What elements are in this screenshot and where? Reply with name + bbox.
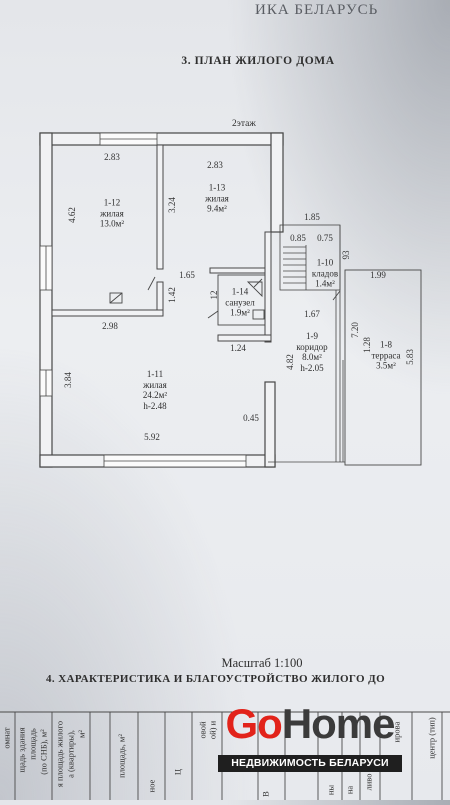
door-swings xyxy=(147,276,341,319)
section-title: 3. ПЛАН ЖИЛОГО ДОМА xyxy=(181,55,335,67)
table-header-fragment: центр (тип) xyxy=(426,717,437,759)
wall-right-lower xyxy=(264,381,276,468)
dimension-label: 1.24 xyxy=(230,343,246,353)
dimension-label: 1.42 xyxy=(167,287,177,303)
dimension-label: 1.85 xyxy=(304,212,320,222)
dimension-label: 2.83 xyxy=(207,160,223,170)
dimension-label: 0.45 xyxy=(243,413,259,423)
table-header-fragment: щадь здания xyxy=(16,727,27,773)
wall-bath-bottom xyxy=(217,334,272,342)
dimension-label: 93 xyxy=(341,250,351,260)
bathroom-outline xyxy=(217,274,266,326)
terrace-outline xyxy=(344,269,422,466)
room-area: 1.9м² xyxy=(230,307,250,318)
room-id: 1-11 xyxy=(146,369,164,379)
dimension-label: 4.62 xyxy=(67,207,77,223)
room-type: терраса xyxy=(371,349,401,360)
room-area: 13.0м² xyxy=(99,218,125,229)
table-header-fragment: я площадь жилого xyxy=(54,720,65,788)
characteristics-table: омнат щадь здания площадь (по СНБ), м² я… xyxy=(0,708,450,800)
table-header-fragment: м² xyxy=(76,730,87,738)
dimension-label: 5.83 xyxy=(405,349,415,365)
room-1-13: 1-13 жилая 9.4м² xyxy=(205,182,229,214)
table-header-fragment: ливо xyxy=(363,773,374,791)
dimension-label: 1.65 xyxy=(179,270,195,280)
table-header-fragment: площадь, м² xyxy=(116,734,127,778)
wall-1-12-1-13 xyxy=(156,144,164,270)
table-header-fragment: на xyxy=(344,785,355,795)
room-id: 1-13 xyxy=(208,182,226,193)
sink-fixture xyxy=(252,309,265,320)
room-area: 9.4м² xyxy=(207,203,227,214)
dimension-label: 0.75 xyxy=(317,233,333,243)
interior-walls xyxy=(51,144,272,343)
watermark-tagline: НЕДВИЖИМОСТЬ БЕЛАРУСИ xyxy=(218,755,402,772)
room-id: 1-8 xyxy=(380,339,392,350)
room-id: 1-9 xyxy=(306,331,318,341)
room-area: 8.0м² xyxy=(302,352,322,362)
room-1-12: 1-12 жилая 13.0м² xyxy=(100,197,124,229)
watermark-brand: GoHome xyxy=(216,696,404,752)
table-header-fragment: площадь xyxy=(27,728,38,760)
scale-label: Масштаб 1:100 xyxy=(221,656,303,670)
table-header-fragment: ное xyxy=(146,779,157,793)
wall-top xyxy=(39,132,284,146)
header-org-fragment: ИКА БЕЛАРУСЬ xyxy=(255,2,379,18)
dimension-label: 1.99 xyxy=(370,270,386,280)
dimension-label: 0.85 xyxy=(290,233,306,243)
wall-right-upper xyxy=(270,132,284,233)
room-type: кладов xyxy=(311,267,339,278)
room-id: 1-10 xyxy=(316,257,334,268)
table-header-fragment: Ц xyxy=(172,768,183,776)
room-1-8: 1-8 терраса 3.5м² xyxy=(371,339,400,371)
toilet-fixture xyxy=(246,281,263,298)
room-type: жилая xyxy=(143,379,167,390)
room-id: 1-14 xyxy=(231,286,249,297)
table-grid xyxy=(0,711,450,800)
room-type: жилая xyxy=(205,192,229,203)
dimension-label: 2.98 xyxy=(102,321,118,331)
table-header-fragment: В xyxy=(260,791,271,797)
dimension-label: 1.67 xyxy=(304,309,320,319)
dimension-label: 2.83 xyxy=(104,152,120,162)
section4-title: 4. ХАРАКТЕРИСТИКА И БЛАГОУСТРОЙСТВО ЖИЛО… xyxy=(46,673,386,685)
corridor-lines xyxy=(268,225,345,463)
floor-plan-drawing xyxy=(39,132,422,468)
wall-corridor-inner xyxy=(264,231,272,343)
room-area: 1.4м² xyxy=(315,278,335,289)
floor-label: 2этаж xyxy=(232,119,256,129)
wall-1-12-1-11 xyxy=(51,309,164,317)
dimension-label: 5.92 xyxy=(144,432,160,442)
room-area: 3.5м² xyxy=(376,360,396,371)
dimension-label: 7.20 xyxy=(350,322,360,338)
dimension-label: 3.84 xyxy=(63,372,73,388)
room-type: коридор xyxy=(296,341,328,352)
watermark-home: Home xyxy=(281,700,396,747)
windows xyxy=(39,132,247,468)
section4-heading-wrap: 4. ХАРАКТЕРИСТИКА И БЛАГОУСТРОЙСТВО ЖИЛО… xyxy=(46,673,450,685)
room-area: 24.2м² xyxy=(142,390,168,400)
room-1-14: 1-14 санузел 1.9м² xyxy=(225,286,254,318)
room-1-11: 1-11 жилая 24.2м² h-2.48 xyxy=(143,369,167,411)
room-height: h-2.05 xyxy=(300,362,324,373)
watermark-go: Go xyxy=(225,700,282,747)
dimension-label: 3.24 xyxy=(167,197,177,213)
room-id: 1-12 xyxy=(103,197,121,208)
table-header-fragment: а (квартиры), xyxy=(65,730,76,778)
room-1-9: 1-9 коридор 8.0м² h-2.05 xyxy=(296,331,327,373)
table-header-fragment: овой xyxy=(197,721,208,739)
table-header-fragment: (по СНБ), м² xyxy=(38,729,49,775)
table-header-fragment: омнат xyxy=(1,727,12,749)
wall-1-13-bottom xyxy=(209,267,272,274)
gohome-watermark-logo: GoHome НЕДВИЖИМОСТЬ БЕЛАРУСИ xyxy=(216,696,404,776)
room-height: h-2.48 xyxy=(143,400,167,411)
table-header-fragment: ны xyxy=(325,784,336,796)
dimension-label: 4.82 xyxy=(285,354,295,370)
ventilation-box xyxy=(109,292,123,304)
room-type: санузел xyxy=(225,296,255,307)
room-1-10: 1-10 кладов 1.4м² xyxy=(312,257,338,289)
wall-left xyxy=(39,132,53,468)
room-type: жилая xyxy=(100,207,124,218)
dimension-label: 12 xyxy=(209,290,219,300)
